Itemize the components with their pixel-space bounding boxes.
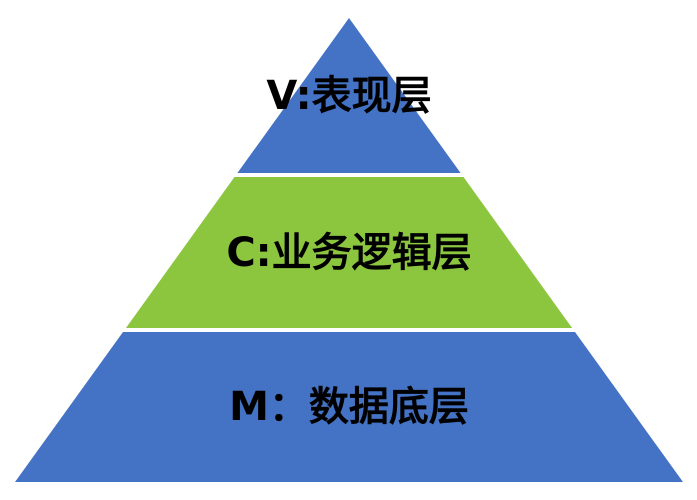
pyramid-layer-middle bbox=[125, 177, 573, 328]
pyramid-layer-bottom bbox=[15, 332, 683, 482]
pyramid-layer-top bbox=[237, 18, 461, 173]
layer-label-middle: C:业务逻辑层 bbox=[226, 230, 471, 276]
layer-label-bottom: M：数据底层 bbox=[229, 384, 469, 430]
layer-label-top: V:表现层 bbox=[266, 73, 431, 119]
